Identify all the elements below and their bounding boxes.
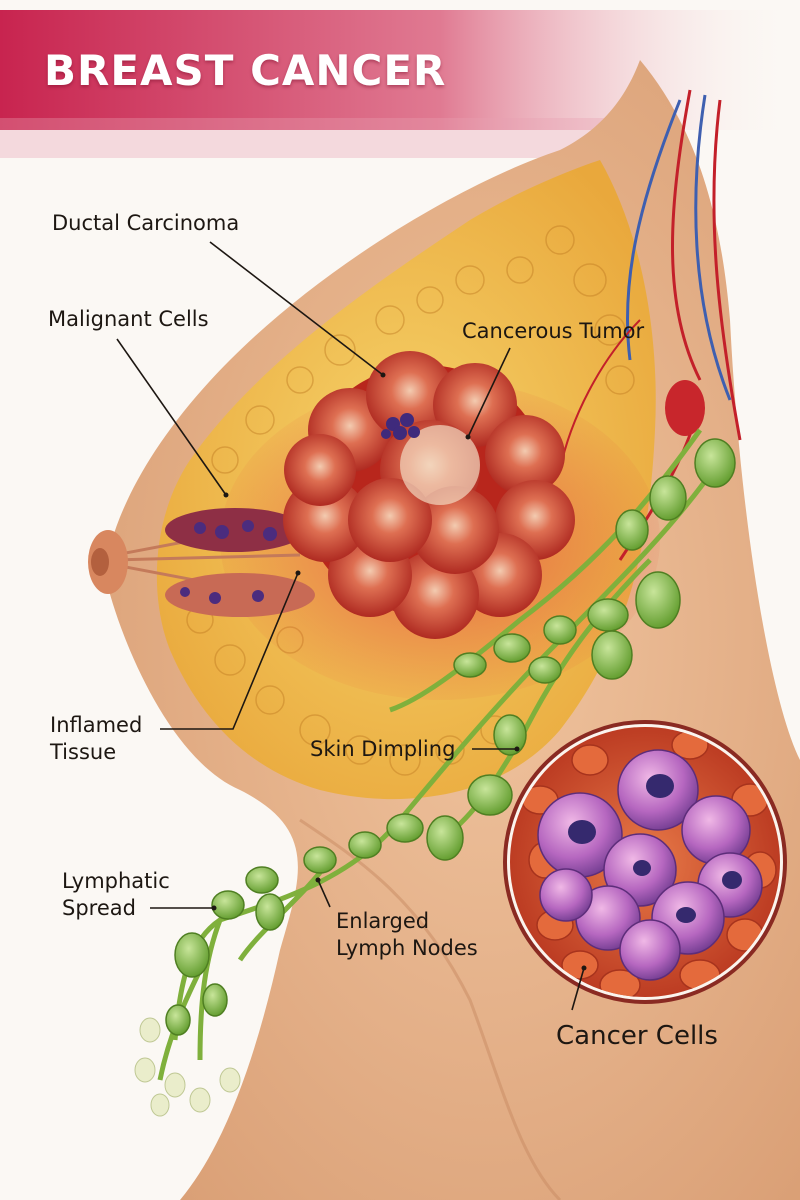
label-leader-lines — [116, 241, 585, 1011]
label-cancer-cells: Cancer Cells — [556, 1021, 718, 1051]
label-enlarged-lymph-nodes: Enlarged Lymph Nodes — [336, 908, 478, 962]
label-inflamed-tissue: Inflamed Tissue — [50, 712, 142, 766]
label-malignant-cells: Malignant Cells — [48, 307, 209, 331]
label-skin-dimpling: Skin Dimpling — [310, 737, 456, 761]
label-inflamed-tissue-line-1: Inflamed — [50, 713, 143, 737]
page-title: BREAST CANCER — [44, 46, 447, 95]
label-enlarged-lymph-nodes-line-1: Enlarged — [336, 909, 430, 933]
cancer-cells-magnified — [503, 720, 787, 1004]
label-enlarged-lymph-nodes-line-2: Lymph Nodes — [336, 936, 478, 960]
label-lymphatic-spread: Lymphatic Spread — [62, 868, 170, 922]
label-lymphatic-spread-line-2: Spread — [62, 896, 136, 920]
label-inflamed-tissue-line-2: Tissue — [50, 740, 117, 764]
tumor-mass — [283, 351, 575, 639]
lymph-node-cluster — [165, 438, 736, 1036]
label-cancerous-tumor: Cancerous Tumor — [462, 319, 645, 343]
milk-ducts — [114, 508, 315, 617]
label-ductal-carcinoma: Ductal Carcinoma — [52, 211, 240, 235]
label-lymphatic-spread-line-1: Lymphatic — [62, 869, 170, 893]
